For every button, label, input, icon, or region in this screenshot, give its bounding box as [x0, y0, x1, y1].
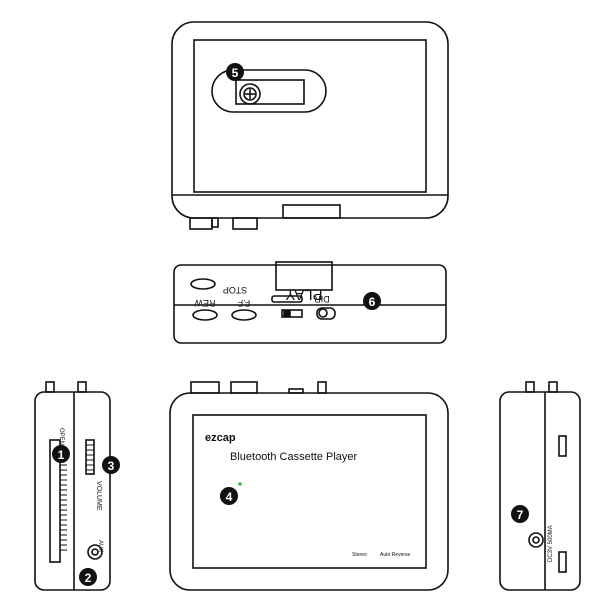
- right-side-view: DC3V 500MA: [499, 381, 581, 591]
- auto-reverse-label: Auto Reverse: [380, 552, 411, 558]
- dc-jack-inner: [532, 536, 540, 544]
- svg-text:3: 3: [108, 459, 115, 473]
- brand-logo: ezcap: [205, 432, 236, 444]
- play-button: [275, 261, 333, 291]
- callout-1: 1: [52, 445, 70, 463]
- right-pin-2: [548, 381, 558, 393]
- status-led: [238, 482, 242, 486]
- dir-slider-knob: [283, 310, 291, 317]
- volume-ribs: [86, 444, 94, 471]
- back-panel: [193, 39, 427, 193]
- svg-text:1: 1: [58, 448, 65, 462]
- front-top-button-1: [190, 381, 220, 394]
- stop-button: [190, 278, 216, 290]
- callout-7: 7: [511, 505, 529, 523]
- left-pin-1: [45, 381, 55, 393]
- screw-icon: [243, 87, 257, 101]
- right-pin-1: [525, 381, 535, 393]
- callout-5: 5: [226, 63, 244, 81]
- slider-ribs: [60, 454, 67, 551]
- top-view: PLAY STOP REW F.F DIR: [173, 261, 447, 344]
- back-foot-right: [232, 217, 258, 230]
- back-view: [171, 21, 449, 230]
- aux-jack-inner: [91, 548, 99, 556]
- ff-label: F.F: [237, 298, 250, 308]
- front-top-button-3: [288, 388, 304, 394]
- volume-wheel: [85, 439, 95, 475]
- back-slot: [282, 204, 341, 219]
- front-body: [169, 392, 449, 591]
- front-top-button-4: [317, 381, 327, 394]
- right-clip-bottom: [558, 551, 567, 573]
- front-top-button-2: [230, 381, 258, 394]
- dir-switch: [316, 307, 336, 320]
- dir-switch-knob: [318, 308, 328, 318]
- battery-screw-outer: [239, 83, 261, 105]
- right-clip-top: [558, 435, 567, 457]
- callout-4: 4: [220, 487, 238, 505]
- open-label: OPEN: [58, 428, 64, 445]
- svg-text:2: 2: [85, 571, 92, 585]
- aux-label: AUX: [97, 540, 103, 552]
- svg-text:4: 4: [226, 490, 233, 504]
- dc-jack-outer: [528, 532, 544, 548]
- stop-label: STOP: [223, 285, 247, 295]
- back-foot-left: [189, 217, 213, 230]
- product-title: Bluetooth Cassette Player: [230, 451, 358, 463]
- front-panel: [192, 414, 427, 569]
- svg-text:6: 6: [369, 295, 376, 309]
- dir-arrow-icon: [271, 295, 303, 303]
- battery-window-inner: [235, 79, 305, 105]
- callout-2: 2: [79, 568, 97, 586]
- dir-label: DIR: [314, 294, 330, 304]
- aux-jack-outer: [87, 544, 103, 560]
- rew-button: [192, 309, 218, 321]
- play-label: PLAY: [285, 286, 322, 303]
- ff-button: [231, 309, 257, 321]
- left-side-view: OPEN VOLUME AUX: [34, 381, 111, 591]
- volume-label: VOLUME: [95, 481, 102, 511]
- top-body: [173, 264, 447, 344]
- back-foot-left-small: [211, 217, 219, 228]
- svg-text:5: 5: [232, 66, 239, 80]
- svg-text:7: 7: [517, 508, 524, 522]
- right-body: [499, 391, 581, 591]
- callout-6: 6: [363, 292, 381, 310]
- battery-window-outer: [211, 69, 327, 113]
- rew-label: REW: [194, 298, 216, 308]
- left-pin-2: [77, 381, 87, 393]
- front-view: ezcap Bluetooth Cassette Player Stereo A…: [169, 381, 449, 591]
- dir-slider: [281, 309, 303, 318]
- back-body: [171, 21, 449, 219]
- callout-3: 3: [102, 456, 120, 474]
- callouts: 1 2 3 4 5 6 7: [52, 63, 529, 586]
- power-label: DC3V 500MA: [548, 525, 554, 562]
- left-body: [34, 391, 111, 591]
- open-slider-track: [49, 439, 61, 563]
- stereo-label: Stereo: [352, 552, 367, 558]
